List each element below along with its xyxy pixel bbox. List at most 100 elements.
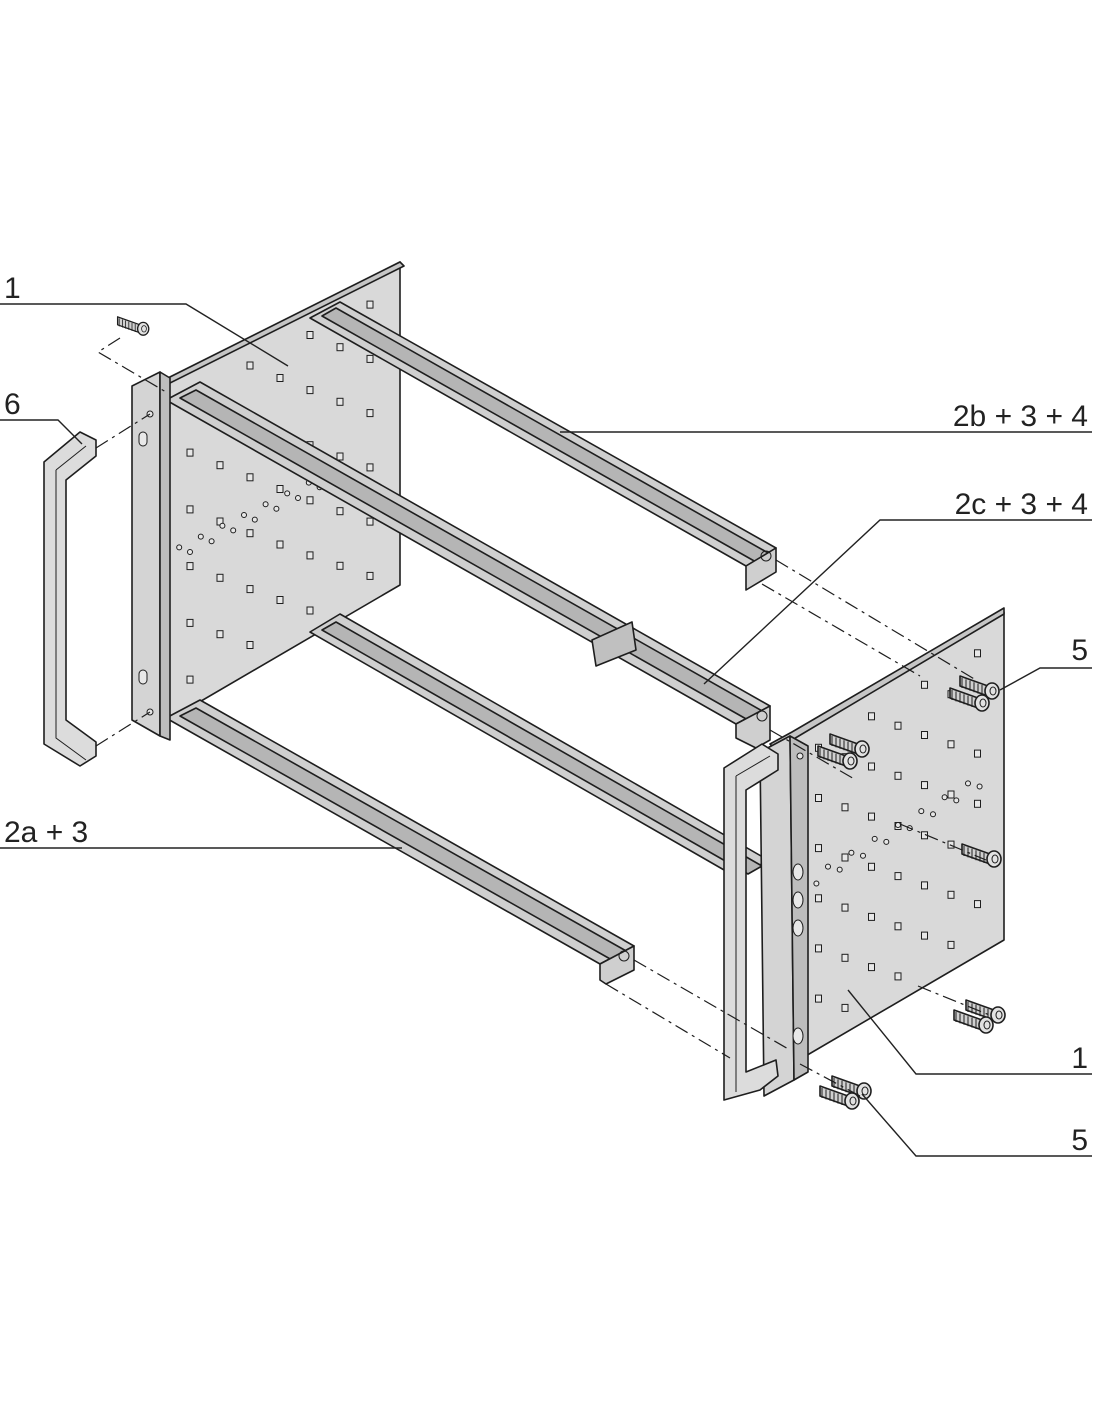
perforation xyxy=(868,862,875,871)
perforation xyxy=(246,641,254,649)
rail-2c-insert xyxy=(591,621,637,667)
screw xyxy=(965,999,1006,1024)
assembly-line-handle-bottom xyxy=(95,711,151,747)
leader-2c-3-4 xyxy=(703,519,1092,685)
leader-1-top xyxy=(0,303,289,367)
right-flange-slot-3 xyxy=(792,919,804,937)
perforation xyxy=(306,606,314,615)
perforation xyxy=(186,505,194,514)
perforation xyxy=(841,903,849,912)
perforation xyxy=(974,649,981,658)
perforation xyxy=(947,840,955,849)
perforation xyxy=(921,680,928,689)
perforation xyxy=(974,900,981,909)
left-handle-body xyxy=(43,431,97,767)
screws xyxy=(116,316,1006,1110)
right-flange-slot-4 xyxy=(792,1027,804,1045)
perforation xyxy=(894,771,902,780)
left-flange-slot-bottom xyxy=(138,669,148,685)
perforation xyxy=(894,872,902,881)
rail-2a-end-hole xyxy=(618,950,630,962)
callout-5-top: 5 xyxy=(1071,634,1088,667)
perforation xyxy=(974,749,981,758)
screw xyxy=(819,1085,860,1110)
perforation xyxy=(186,448,194,457)
rail-bottom-rear xyxy=(309,613,769,879)
callout-1-bottom: 1 xyxy=(1071,1042,1088,1075)
assembly-line-bottom-screws xyxy=(799,1063,861,1097)
perforation-round xyxy=(953,797,960,804)
perforation xyxy=(815,844,822,853)
left-front-flange xyxy=(131,371,171,741)
perforation xyxy=(366,463,374,472)
rail-2c xyxy=(165,381,771,749)
assembly-line-rail-2a-a xyxy=(633,959,791,1051)
perforation xyxy=(366,571,374,580)
leader-6 xyxy=(0,419,83,445)
perforation xyxy=(894,972,902,981)
perforation xyxy=(366,354,374,363)
right-panel-holes xyxy=(801,649,983,1012)
perforation xyxy=(921,881,928,890)
assembly-line-lower-screws xyxy=(917,985,993,1017)
perforation xyxy=(336,452,344,461)
perforation xyxy=(246,473,254,482)
left-front-flange-side xyxy=(159,371,171,741)
assembly-line-rail-2b-b xyxy=(761,583,921,677)
screw xyxy=(953,1009,994,1034)
perforation xyxy=(276,374,284,382)
perforation xyxy=(336,561,344,570)
callout-2a-3: 2a + 3 xyxy=(4,816,88,849)
perforation xyxy=(306,386,314,395)
assembly-line-rail-2b-a xyxy=(775,559,977,681)
leader-5-top xyxy=(999,667,1092,691)
perforation-round xyxy=(295,495,301,501)
perforation xyxy=(216,573,224,582)
perforation xyxy=(947,940,955,949)
leader-1-bottom xyxy=(847,989,1092,1075)
perforation-round xyxy=(262,501,269,508)
screw xyxy=(831,1075,872,1100)
right-flange-hole-top xyxy=(796,752,804,760)
perforation-round xyxy=(883,838,890,845)
perforation xyxy=(815,894,822,903)
assembly-lines xyxy=(95,337,993,1097)
screw xyxy=(817,745,858,770)
screw xyxy=(949,687,990,712)
perforation xyxy=(815,794,822,802)
perforation-round xyxy=(176,544,183,551)
perforation-round xyxy=(813,880,820,887)
perforation xyxy=(186,675,194,684)
right-flange-slot-1 xyxy=(792,863,804,881)
perforation xyxy=(921,781,928,790)
perforation xyxy=(841,1003,849,1012)
rail-2a xyxy=(165,699,635,985)
perforation xyxy=(947,790,955,799)
callout-5-bottom: 5 xyxy=(1071,1124,1088,1157)
left-handle-inner-edge xyxy=(55,445,87,761)
assembly-line-handle-top xyxy=(95,413,151,449)
perforation-round xyxy=(219,522,226,529)
perforation xyxy=(841,803,849,812)
perforation xyxy=(276,540,284,549)
right-handle-body xyxy=(723,743,779,1101)
callout-2b-3-4: 2b + 3 + 4 xyxy=(953,400,1088,433)
left-side-panel xyxy=(159,261,405,726)
perforation xyxy=(815,994,822,1003)
perforation xyxy=(366,300,374,309)
perforation xyxy=(947,740,955,749)
perforation-round xyxy=(187,549,193,555)
right-handle-inner-edge xyxy=(735,755,771,1092)
perforation xyxy=(868,762,875,771)
perforation-round xyxy=(965,780,971,787)
perforation xyxy=(186,562,194,571)
perforation-round xyxy=(825,863,831,870)
perforation xyxy=(246,361,254,370)
perforation xyxy=(815,944,822,953)
perforation xyxy=(306,331,314,339)
perforation xyxy=(246,585,254,594)
perforation-round xyxy=(848,849,855,856)
perforation xyxy=(894,721,902,730)
perforation-round xyxy=(918,808,925,815)
